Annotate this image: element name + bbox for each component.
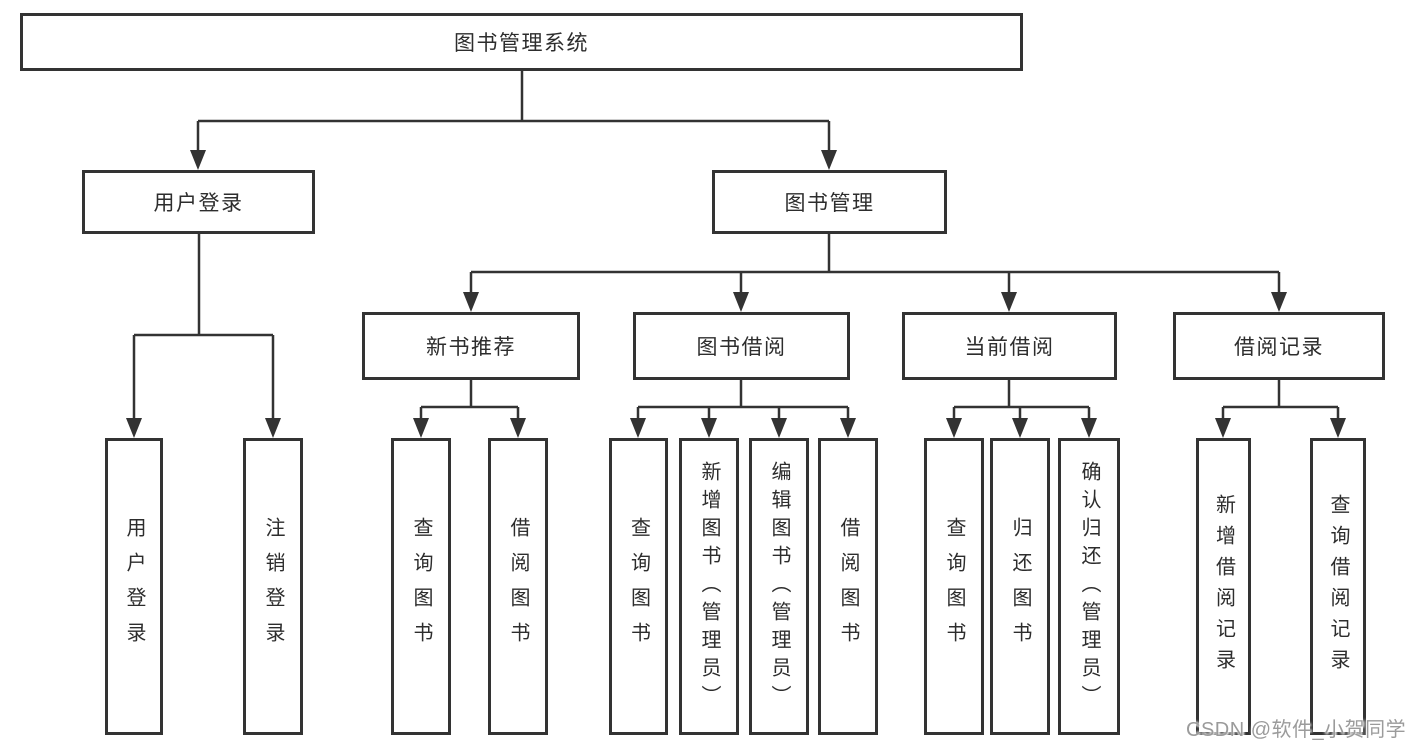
leaf-label: 编辑图书（管理员） bbox=[768, 460, 790, 713]
watermark: CSDN @软件_小贺同学 bbox=[1186, 719, 1405, 741]
leaf-label: 新增图书（管理员） bbox=[698, 460, 720, 713]
node-user-login: 用户登录 bbox=[82, 170, 315, 234]
arrowhead-down-icon bbox=[946, 418, 962, 438]
leaf-label: 查询图书 bbox=[410, 516, 432, 657]
leaf-logout: 注销登录 bbox=[243, 438, 303, 735]
arrowhead-down-icon bbox=[701, 418, 717, 438]
leaf-label: 查询借阅记录 bbox=[1327, 493, 1349, 680]
leaf-label: 借阅图书 bbox=[507, 516, 529, 657]
node-label: 图书管理 bbox=[784, 192, 875, 215]
arrowhead-down-icon bbox=[1001, 292, 1017, 312]
arrowhead-down-icon bbox=[630, 418, 646, 438]
leaf-newbooks-query-books: 查询图书 bbox=[391, 438, 451, 735]
node-book-management: 图书管理 bbox=[712, 170, 947, 234]
node-root: 图书管理系统 bbox=[20, 13, 1023, 71]
connector-path bbox=[419, 380, 520, 422]
leaf-records-add-record: 新增借阅记录 bbox=[1196, 438, 1251, 735]
arrowhead-down-icon bbox=[771, 418, 787, 438]
node-current-borrow: 当前借阅 bbox=[902, 312, 1117, 380]
leaf-label: 查询图书 bbox=[627, 516, 650, 657]
arrowhead-down-icon bbox=[1012, 418, 1028, 438]
arrowhead-down-icon bbox=[1215, 418, 1231, 438]
arrowhead-down-icon bbox=[190, 150, 206, 170]
leaf-label: 借阅图书 bbox=[837, 516, 859, 657]
node-label: 用户登录 bbox=[153, 192, 244, 215]
leaf-borrow-borrow-books: 借阅图书 bbox=[818, 438, 878, 735]
leaf-user-login: 用户登录 bbox=[105, 438, 163, 735]
leaf-current-query-books: 查询图书 bbox=[924, 438, 984, 735]
arrowhead-down-icon bbox=[126, 418, 142, 438]
arrowhead-down-icon bbox=[413, 418, 429, 438]
node-label: 图书管理系统 bbox=[454, 32, 589, 55]
connector-path bbox=[952, 380, 1091, 422]
arrowhead-down-icon bbox=[1081, 418, 1097, 438]
node-label: 新书推荐 bbox=[426, 336, 516, 359]
node-label: 借阅记录 bbox=[1234, 336, 1324, 359]
leaf-label: 归还图书 bbox=[1009, 516, 1031, 657]
leaf-borrow-edit-book-admin: 编辑图书（管理员） bbox=[749, 438, 809, 735]
node-label: 图书借阅 bbox=[696, 336, 787, 359]
node-borrow-records: 借阅记录 bbox=[1173, 312, 1385, 380]
leaf-current-confirm-return-admin: 确认归还（管理员） bbox=[1058, 438, 1120, 735]
arrowhead-down-icon bbox=[265, 418, 281, 438]
connector-path bbox=[132, 234, 275, 422]
arrowhead-down-icon bbox=[1330, 418, 1346, 438]
leaf-borrow-query-books: 查询图书 bbox=[609, 438, 668, 735]
leaf-label: 用户登录 bbox=[123, 516, 145, 657]
leaf-newbooks-borrow-books: 借阅图书 bbox=[488, 438, 548, 735]
leaf-label: 新增借阅记录 bbox=[1212, 493, 1235, 680]
leaf-label: 查询图书 bbox=[943, 516, 965, 657]
arrowhead-down-icon bbox=[840, 418, 856, 438]
connector-path bbox=[636, 380, 850, 422]
connector-path bbox=[1221, 380, 1340, 422]
leaf-borrow-add-book-admin: 新增图书（管理员） bbox=[679, 438, 739, 735]
leaf-label: 注销登录 bbox=[262, 516, 284, 657]
node-label: 当前借阅 bbox=[964, 336, 1055, 359]
arrowhead-down-icon bbox=[733, 292, 749, 312]
connector-path bbox=[196, 70, 831, 154]
arrowhead-down-icon bbox=[1271, 292, 1287, 312]
node-book-borrow: 图书借阅 bbox=[633, 312, 850, 380]
leaf-records-query-record: 查询借阅记录 bbox=[1310, 438, 1366, 735]
node-new-book-recommend: 新书推荐 bbox=[362, 312, 580, 380]
leaf-label: 确认归还（管理员） bbox=[1078, 460, 1100, 713]
leaf-current-return-books: 归还图书 bbox=[990, 438, 1050, 735]
arrowhead-down-icon bbox=[510, 418, 526, 438]
connector-path bbox=[469, 234, 1281, 296]
arrowhead-down-icon bbox=[463, 292, 479, 312]
arrowhead-down-icon bbox=[821, 150, 837, 170]
